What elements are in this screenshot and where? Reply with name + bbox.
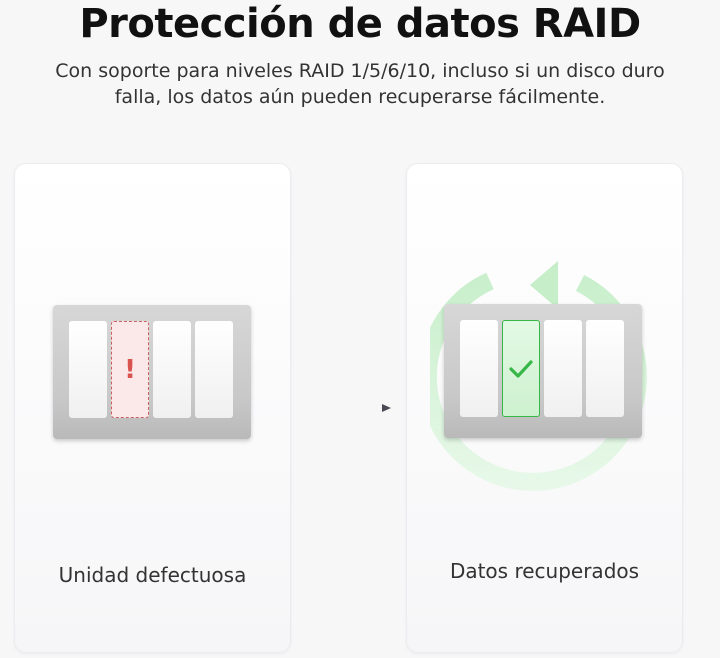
drive-bay-3: [153, 321, 191, 418]
page-subtitle: Con soporte para niveles RAID 1/5/6/10, …: [0, 58, 720, 110]
drive-bay-1: [460, 320, 498, 417]
check-icon: [503, 321, 539, 416]
faulty-drive-label: Unidad defectuosa: [58, 563, 247, 587]
page-title: Protección de datos RAID: [79, 1, 641, 47]
drive-bay-4: [586, 320, 624, 417]
nas-enclosure-recovered: [444, 304, 642, 438]
subtitle-line-2: falla, los datos aún pueden recuperarse …: [114, 86, 606, 108]
recovered-data-label: Datos recuperados: [449, 559, 640, 583]
drive-bay-3: [544, 320, 582, 417]
nas-enclosure-faulty: !: [53, 305, 251, 439]
warning-icon: !: [124, 354, 136, 385]
drive-bay-2-recovered: [502, 320, 540, 417]
drive-bay-2-failed: !: [111, 321, 149, 418]
arrow-right-icon: [305, 404, 391, 412]
drive-bay-1: [69, 321, 107, 418]
drive-bay-4: [195, 321, 233, 418]
faulty-drive-card: ! Unidad defectuosa: [14, 163, 291, 653]
subtitle-line-1: Con soporte para niveles RAID 1/5/6/10, …: [55, 60, 665, 82]
